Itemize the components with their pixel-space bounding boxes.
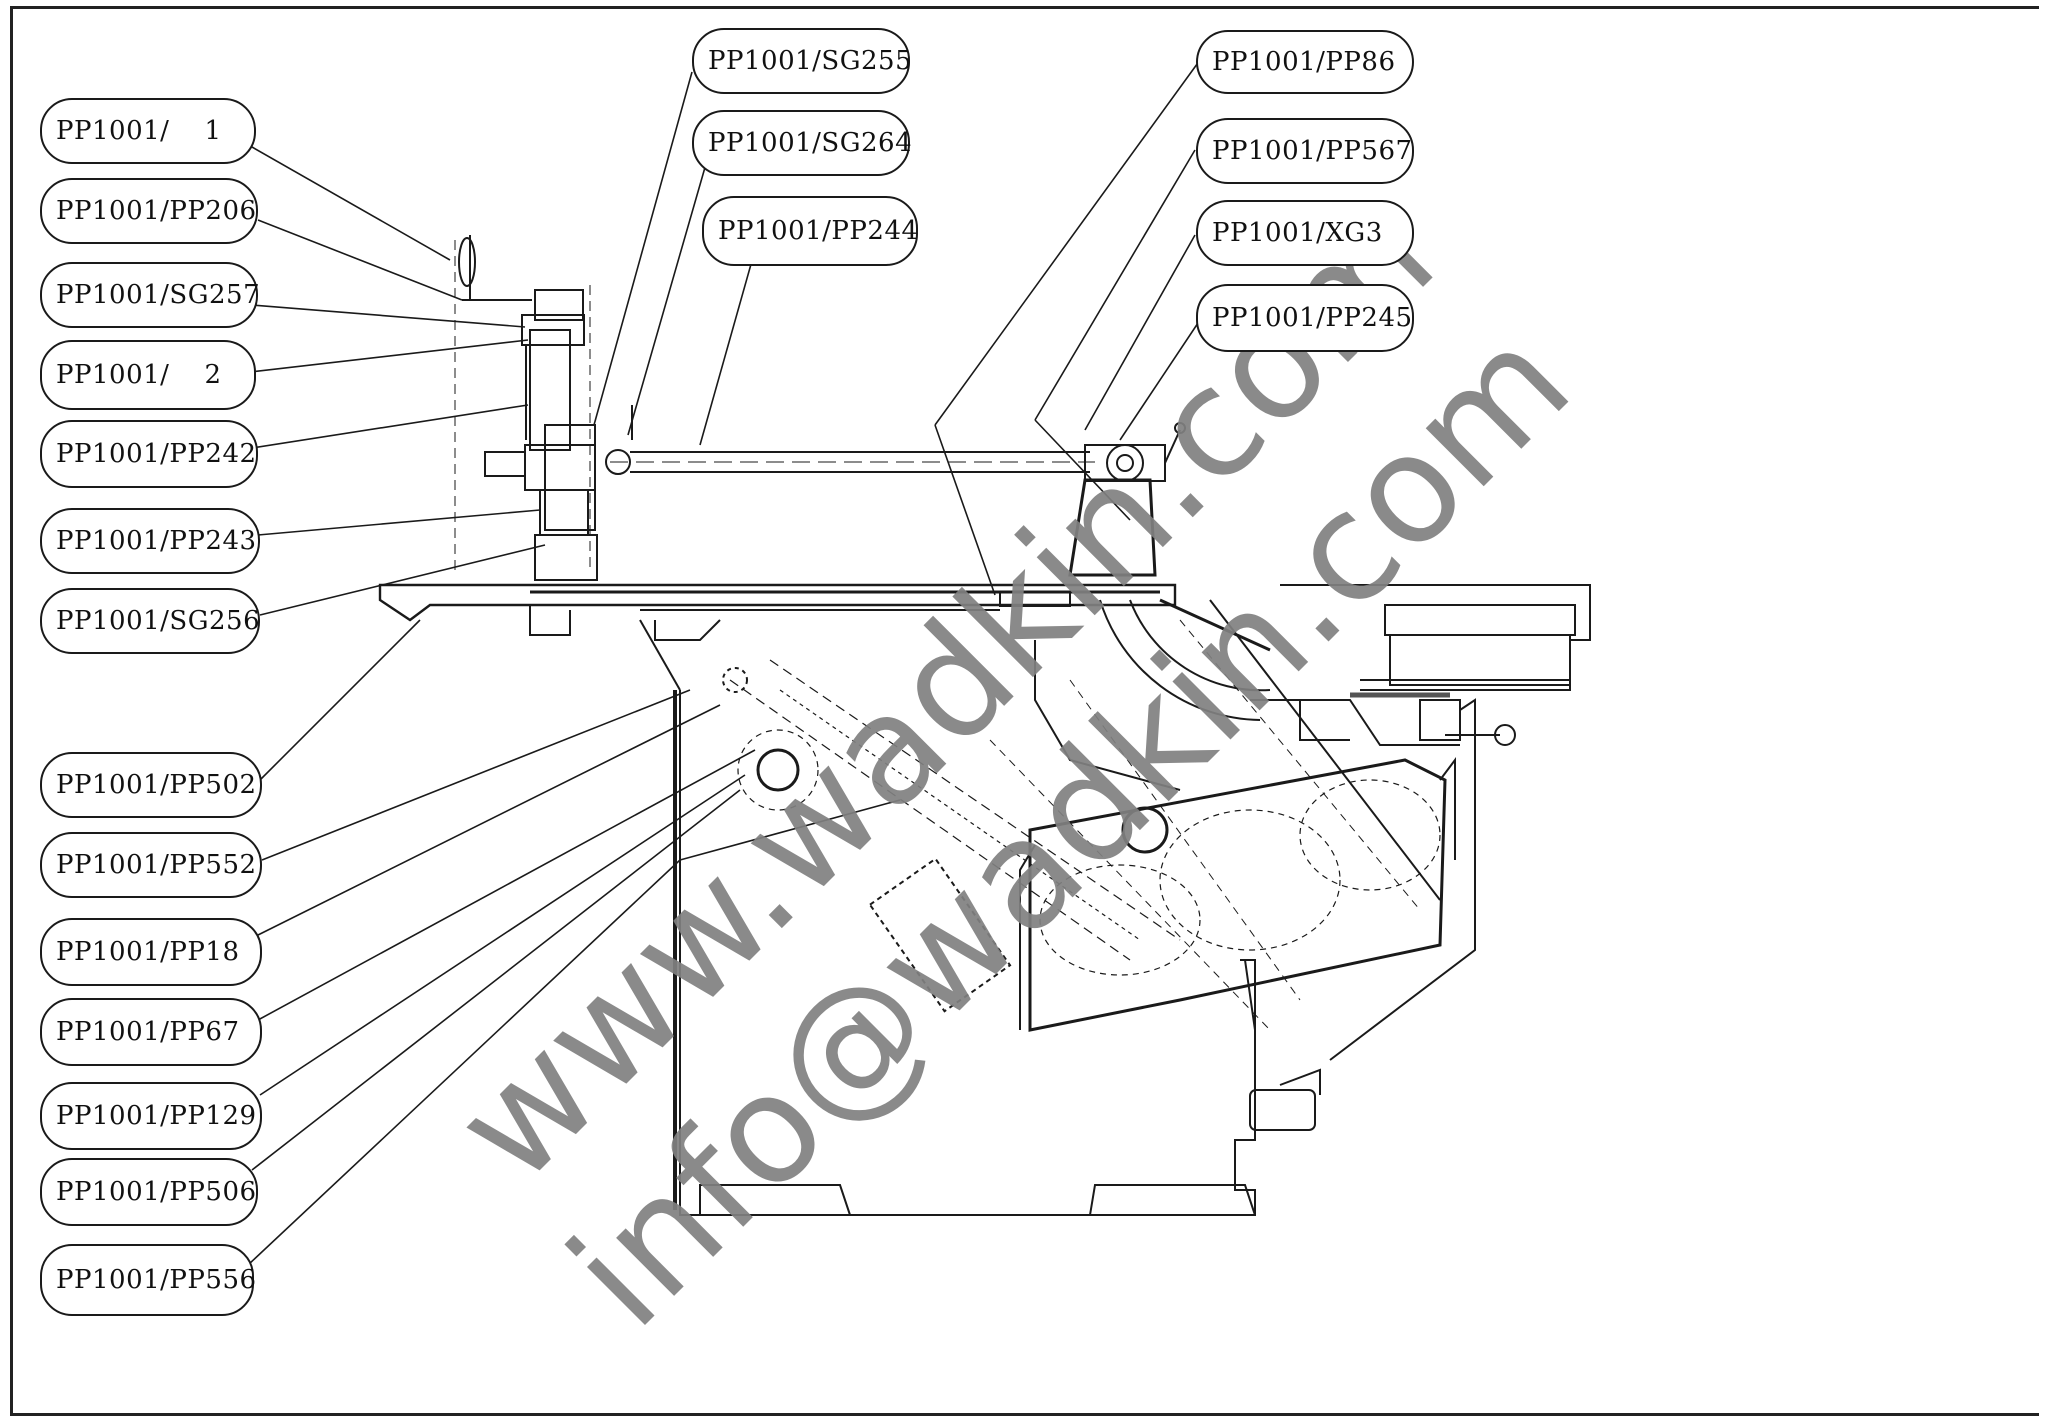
- saw-and-drive: [722, 598, 1516, 1032]
- callout-pp1001-sg255: PP1001/SG255: [692, 28, 912, 94]
- callout-pp1001-pp244: PP1001/PP244: [702, 196, 918, 266]
- callout-pp1001-pp18: PP1001/PP18: [40, 918, 262, 986]
- callout-pp1001-sg264: PP1001/SG264: [692, 110, 912, 176]
- callout-pp1001-pp129: PP1001/PP129: [40, 1082, 262, 1150]
- rear-table: [1280, 584, 1591, 698]
- callout-pp1001-sg256: PP1001/SG256: [40, 588, 260, 654]
- callout-pp1001-2: PP1001/ 2: [40, 340, 256, 410]
- callout-pp1001-1: PP1001/ 1: [40, 98, 256, 164]
- overhead-arm: [610, 422, 1186, 577]
- callout-pp1001-pp567: PP1001/PP567: [1196, 118, 1414, 184]
- callout-pp1001-pp206: PP1001/PP206: [40, 178, 258, 244]
- callout-pp1001-pp86: PP1001/PP86: [1196, 30, 1414, 94]
- leader-lines-top-right: [593, 59, 1201, 596]
- callout-pp1001-pp506: PP1001/PP506: [40, 1158, 258, 1226]
- callout-pp1001-pp502: PP1001/PP502: [40, 752, 262, 818]
- leader-lines-left: [247, 146, 901, 1266]
- callout-pp1001-pp245: PP1001/PP245: [1196, 284, 1414, 352]
- table-surface: [378, 583, 1177, 636]
- callout-pp1001-pp552: PP1001/PP552: [40, 832, 262, 898]
- callout-pp1001-pp243: PP1001/PP243: [40, 508, 260, 574]
- callout-pp1001-sg257: PP1001/SG257: [40, 262, 260, 328]
- callout-pp1001-xg3: PP1001/XG3: [1196, 200, 1414, 266]
- rise-fall-column: [454, 235, 633, 581]
- drawing-border: [10, 6, 2039, 1416]
- callout-pp1001-pp67: PP1001/PP67: [40, 998, 262, 1066]
- machine-base: [639, 619, 1476, 1216]
- callout-pp1001-pp242: PP1001/PP242: [40, 420, 258, 488]
- callout-pp1001-pp556: PP1001/PP556: [40, 1244, 256, 1316]
